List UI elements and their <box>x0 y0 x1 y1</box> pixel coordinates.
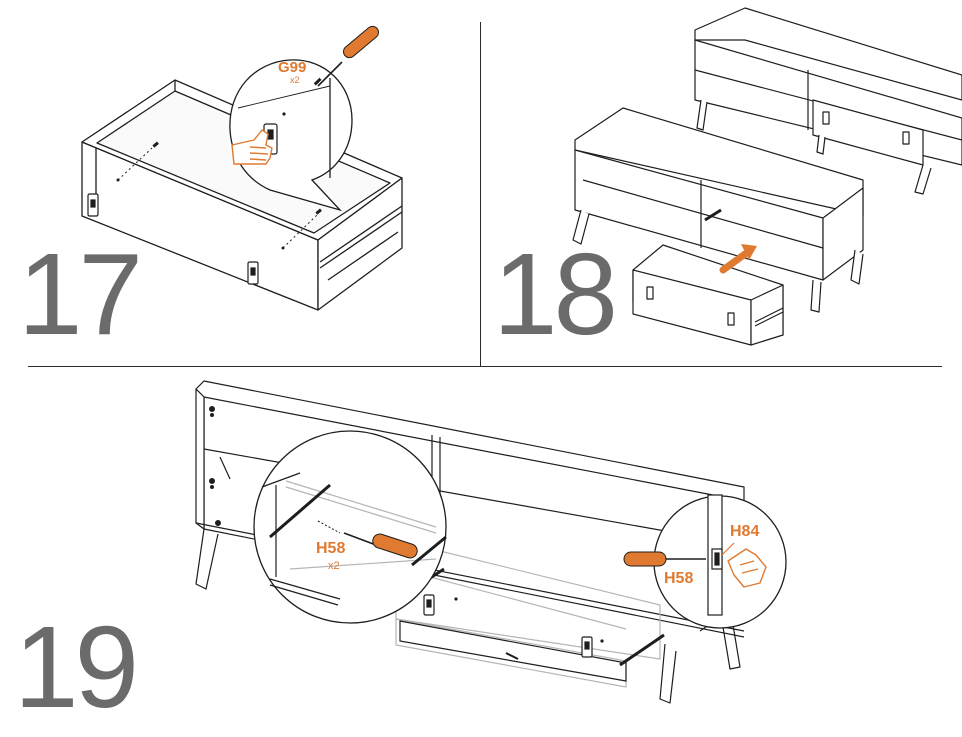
vertical-divider <box>480 22 482 367</box>
screwdriver-icon <box>623 551 706 567</box>
arrow-icon <box>719 244 757 274</box>
step-19-panel: H58 x2 H84 H58 19 <box>0 369 962 737</box>
step-number-18: 18 <box>493 229 618 359</box>
step-19-illustration <box>195 380 787 704</box>
screwdriver-icon <box>317 25 379 87</box>
part-code-h58-right: H58 <box>664 570 694 587</box>
handle-icon <box>423 594 593 658</box>
hand-pointer-icon <box>727 548 767 588</box>
part-code-g99: G99 <box>278 59 307 76</box>
drawer-slide-icon <box>704 208 722 222</box>
step-number-17: 17 <box>18 229 143 359</box>
step-18-illustration <box>572 7 962 346</box>
step-18-panel: 18 <box>483 0 962 364</box>
left-detail-zoom-callout <box>253 430 447 624</box>
step-number-19: 19 <box>14 602 139 732</box>
screwdriver-icon <box>343 532 418 559</box>
step-17-panel: G99 x2 17 <box>0 0 478 364</box>
horizontal-divider <box>28 366 942 368</box>
step-17-illustration <box>81 25 403 311</box>
detail-zoom-callout <box>229 59 353 212</box>
part-code-h58-left: H58 <box>316 540 346 557</box>
handle-icon <box>87 193 259 285</box>
part-qty-h58: x2 <box>328 560 340 572</box>
hand-pointer-icon <box>231 129 273 165</box>
part-code-h84: H84 <box>730 523 760 540</box>
part-qty-g99: x2 <box>290 75 300 85</box>
drawer-slide-icon <box>397 567 665 667</box>
